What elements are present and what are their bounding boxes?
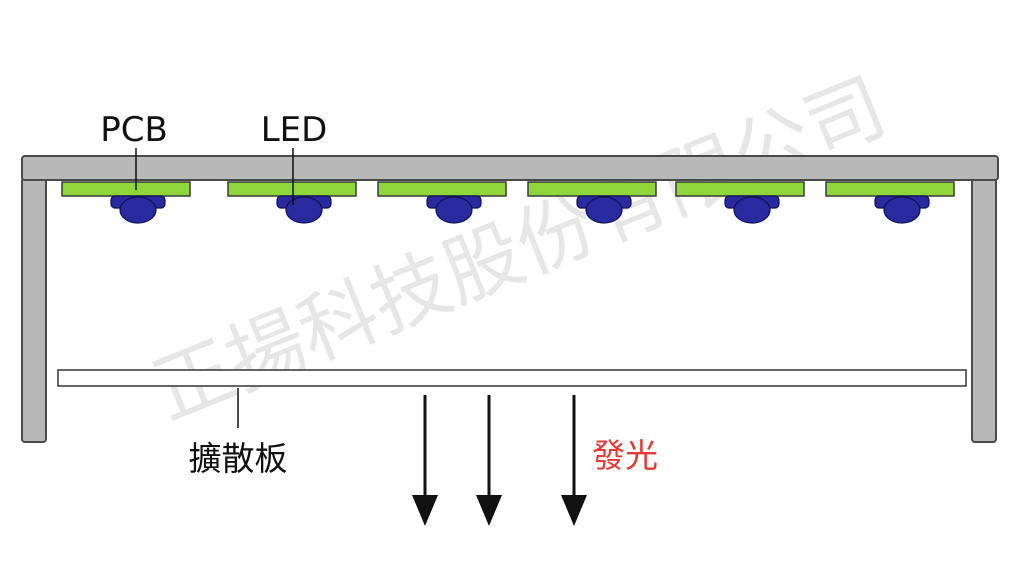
pcb-strip <box>377 181 507 197</box>
light-arrow <box>412 395 438 526</box>
pcb-strip <box>825 181 955 197</box>
led-row <box>110 195 930 224</box>
pcb-strip <box>227 181 357 197</box>
light-arrow <box>476 395 502 526</box>
frame-left-leg <box>21 177 47 443</box>
light-arrow <box>561 395 587 526</box>
frame-right-leg <box>971 177 997 443</box>
led-component <box>426 195 482 224</box>
frame-top-bar <box>21 155 999 181</box>
led-component <box>276 195 332 224</box>
led-component <box>110 195 166 224</box>
pcb-strip <box>61 181 191 197</box>
diffuser-plate <box>57 369 967 387</box>
pcb-strips <box>61 181 955 197</box>
pcb-label: PCB <box>100 110 168 150</box>
led-label: LED <box>261 110 328 150</box>
pcb-strip <box>527 181 657 197</box>
led-component <box>724 195 780 224</box>
led-component <box>576 195 632 224</box>
diffuser-label: 擴散板 <box>189 439 288 478</box>
pcb-strip <box>675 181 805 197</box>
emit-label: 發光 <box>592 436 658 475</box>
led-component <box>874 195 930 224</box>
light-arrows <box>412 395 587 526</box>
